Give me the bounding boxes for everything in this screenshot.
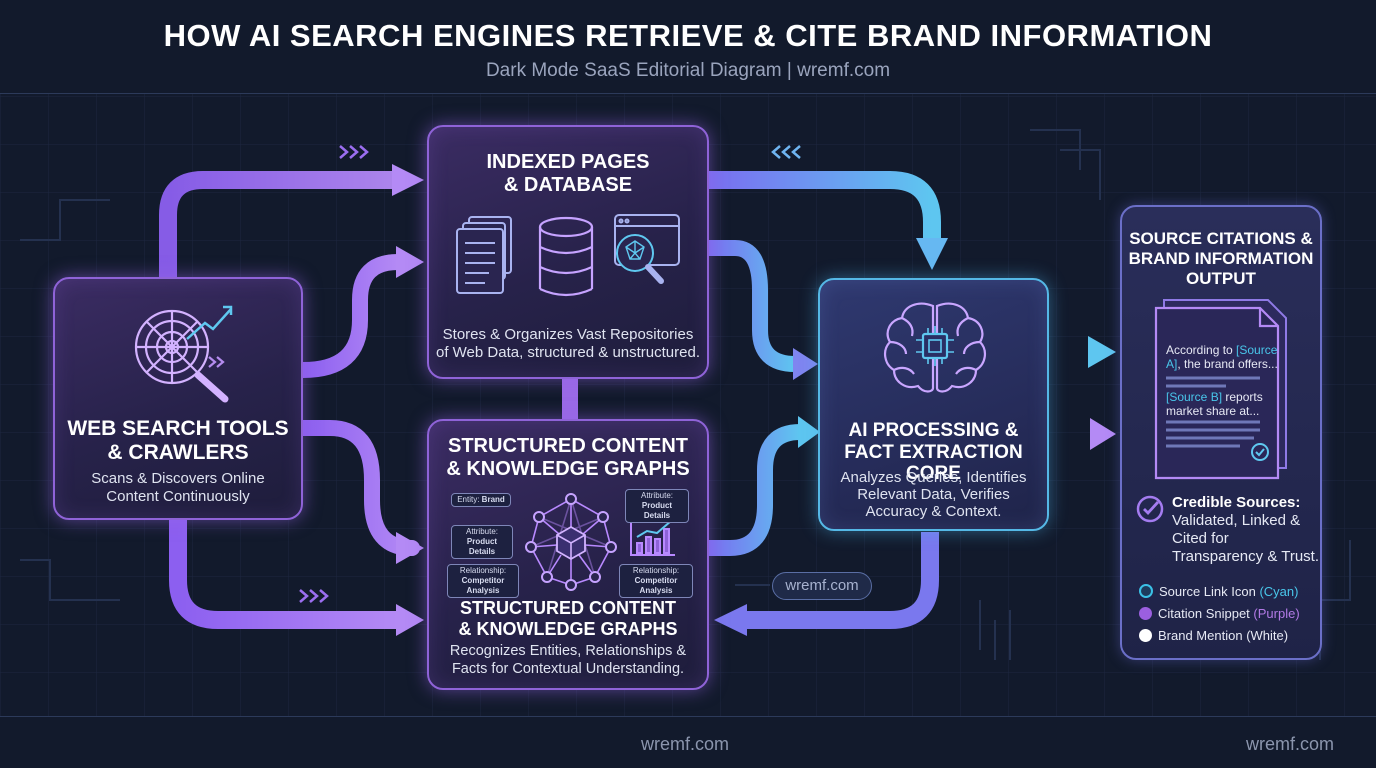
crawlers-desc-line1: Scans & Discovers Online bbox=[91, 470, 265, 487]
kg-tag-entity-brand: Entity: Brand bbox=[451, 493, 511, 507]
structured-title-line1: STRUCTURED CONTENT bbox=[448, 435, 688, 457]
output-title-line3: OUTPUT bbox=[1186, 269, 1256, 288]
check-circle-icon bbox=[1136, 495, 1164, 523]
arrow-heads bbox=[392, 164, 1116, 636]
citation-document-icon bbox=[1154, 299, 1287, 480]
arrow-crawlers-to-structured-bottom bbox=[169, 520, 398, 629]
structured-subtitle-line2: & KNOWLEDGE GRAPHS bbox=[458, 619, 678, 639]
source-b-link[interactable]: [Source B] bbox=[1166, 390, 1223, 404]
node-web-search-crawlers: WEB SEARCH TOOLS & CRAWLERS Scans & Disc… bbox=[53, 277, 303, 520]
structured-desc-line2: Facts for Contextual Understanding. bbox=[451, 661, 685, 677]
indexed-title-line1: INDEXED PAGES bbox=[486, 151, 650, 173]
node-ai-processing-core: AI PROCESSING & FACT EXTRACTION CORE Ana… bbox=[818, 278, 1049, 531]
chevron-decorations bbox=[299, 145, 801, 603]
ai-title-line2: FACT EXTRACTION CORE bbox=[844, 442, 1023, 485]
ai-desc-line2: Relevant Data, Verifies bbox=[857, 486, 1010, 503]
arrow-ai-to-structured-bottom bbox=[745, 532, 939, 629]
kg-tag-attribute-1: Attribute:Product Details bbox=[625, 489, 689, 523]
structured-desc-line1: Recognizes Entities, Relationships & bbox=[449, 643, 687, 659]
cyan-dot-icon bbox=[1139, 584, 1153, 598]
output-title-line2: BRAND INFORMATION bbox=[1128, 249, 1314, 268]
indexed-desc-line2: of Web Data, structured & unstructured. bbox=[435, 344, 701, 361]
crawlers-title-line1: WEB SEARCH TOOLS bbox=[67, 417, 289, 440]
page-subtitle: Dark Mode SaaS Editorial Diagram | wremf… bbox=[485, 60, 891, 81]
credible-sources-desc: Validated, Linked & Cited for Transparen… bbox=[1172, 512, 1319, 565]
node-indexed-pages-database: INDEXED PAGES & DATABASE Stores & Organi… bbox=[427, 125, 709, 379]
structured-title-line2: & KNOWLEDGE GRAPHS bbox=[446, 458, 690, 480]
arrow-crawlers-to-structured bbox=[303, 420, 420, 556]
brain-chip-icon bbox=[884, 302, 986, 393]
page-title: HOW AI SEARCH ENGINES RETRIEVE & CITE BR… bbox=[163, 18, 1213, 53]
ai-desc-line1: Analyzes Queries, Identifies bbox=[840, 469, 1027, 486]
arrow-structured-to-ai bbox=[708, 424, 801, 556]
structured-subtitle-line1: STRUCTURED CONTENT bbox=[460, 598, 676, 618]
node-structured-content: STRUCTURED CONTENT & KNOWLEDGE GRAPHS En… bbox=[427, 419, 709, 690]
arrow-indexed-to-ai-top bbox=[708, 171, 941, 238]
kg-tag-relationship-1: Relationship:Competitor Analysis bbox=[447, 564, 519, 598]
footer-divider bbox=[0, 716, 1376, 717]
footer-watermark-right: wremf.com bbox=[1246, 734, 1335, 754]
purple-dot-icon bbox=[1139, 607, 1152, 620]
connector-indexed-structured bbox=[562, 378, 578, 420]
ai-desc-line3: Accuracy & Context. bbox=[865, 503, 1002, 520]
indexed-title-line2: & DATABASE bbox=[503, 174, 633, 196]
footer-watermark-left: wremf.com bbox=[641, 734, 730, 754]
database-icon bbox=[538, 216, 594, 297]
node-source-citations-output: SOURCE CITATIONS & BRAND INFORMATION OUT… bbox=[1120, 205, 1322, 660]
arrow-crawlers-to-indexed-mid bbox=[302, 254, 399, 378]
indexed-icons-group bbox=[456, 214, 680, 297]
ai-title-line1: AI PROCESSING & bbox=[848, 420, 1019, 441]
credible-sources-title: Credible Sources: bbox=[1172, 494, 1301, 511]
flow-arrows bbox=[159, 171, 1092, 629]
knowledge-graph-icon bbox=[525, 493, 617, 591]
kg-tag-relationship-2: Relationship:Competitor Analysis bbox=[619, 564, 693, 598]
wremf-watermark-pill: wremf.com bbox=[772, 572, 872, 600]
circuit-traces bbox=[20, 129, 1351, 660]
indexed-desc-line1: Stores & Organizes Vast Repositories bbox=[442, 326, 694, 343]
legend-citation-snippet: Citation Snippet (Purple) bbox=[1139, 606, 1300, 621]
legend-brand-mention: Brand Mention (White) bbox=[1139, 628, 1288, 643]
web-search-spider-icon bbox=[134, 305, 233, 403]
crawlers-title-line2: & CRAWLERS bbox=[107, 441, 249, 464]
crawlers-desc-line2: Content Continuously bbox=[106, 488, 250, 505]
documents-icon bbox=[456, 216, 512, 294]
source-a-link[interactable]: [Source bbox=[1236, 343, 1278, 357]
output-title-line1: SOURCE CITATIONS & bbox=[1129, 229, 1313, 248]
white-dot-icon bbox=[1139, 629, 1152, 642]
header-divider bbox=[0, 93, 1376, 94]
bar-chart-icon bbox=[630, 520, 675, 556]
browser-search-icon bbox=[614, 214, 680, 284]
arrow-crawlers-to-indexed-top bbox=[159, 171, 392, 278]
arrow-indexed-to-ai-mid bbox=[708, 240, 796, 372]
kg-tag-attribute-2: Attribute:Product Details bbox=[451, 525, 513, 559]
legend-source-link: Source Link Icon (Cyan) bbox=[1139, 584, 1298, 599]
